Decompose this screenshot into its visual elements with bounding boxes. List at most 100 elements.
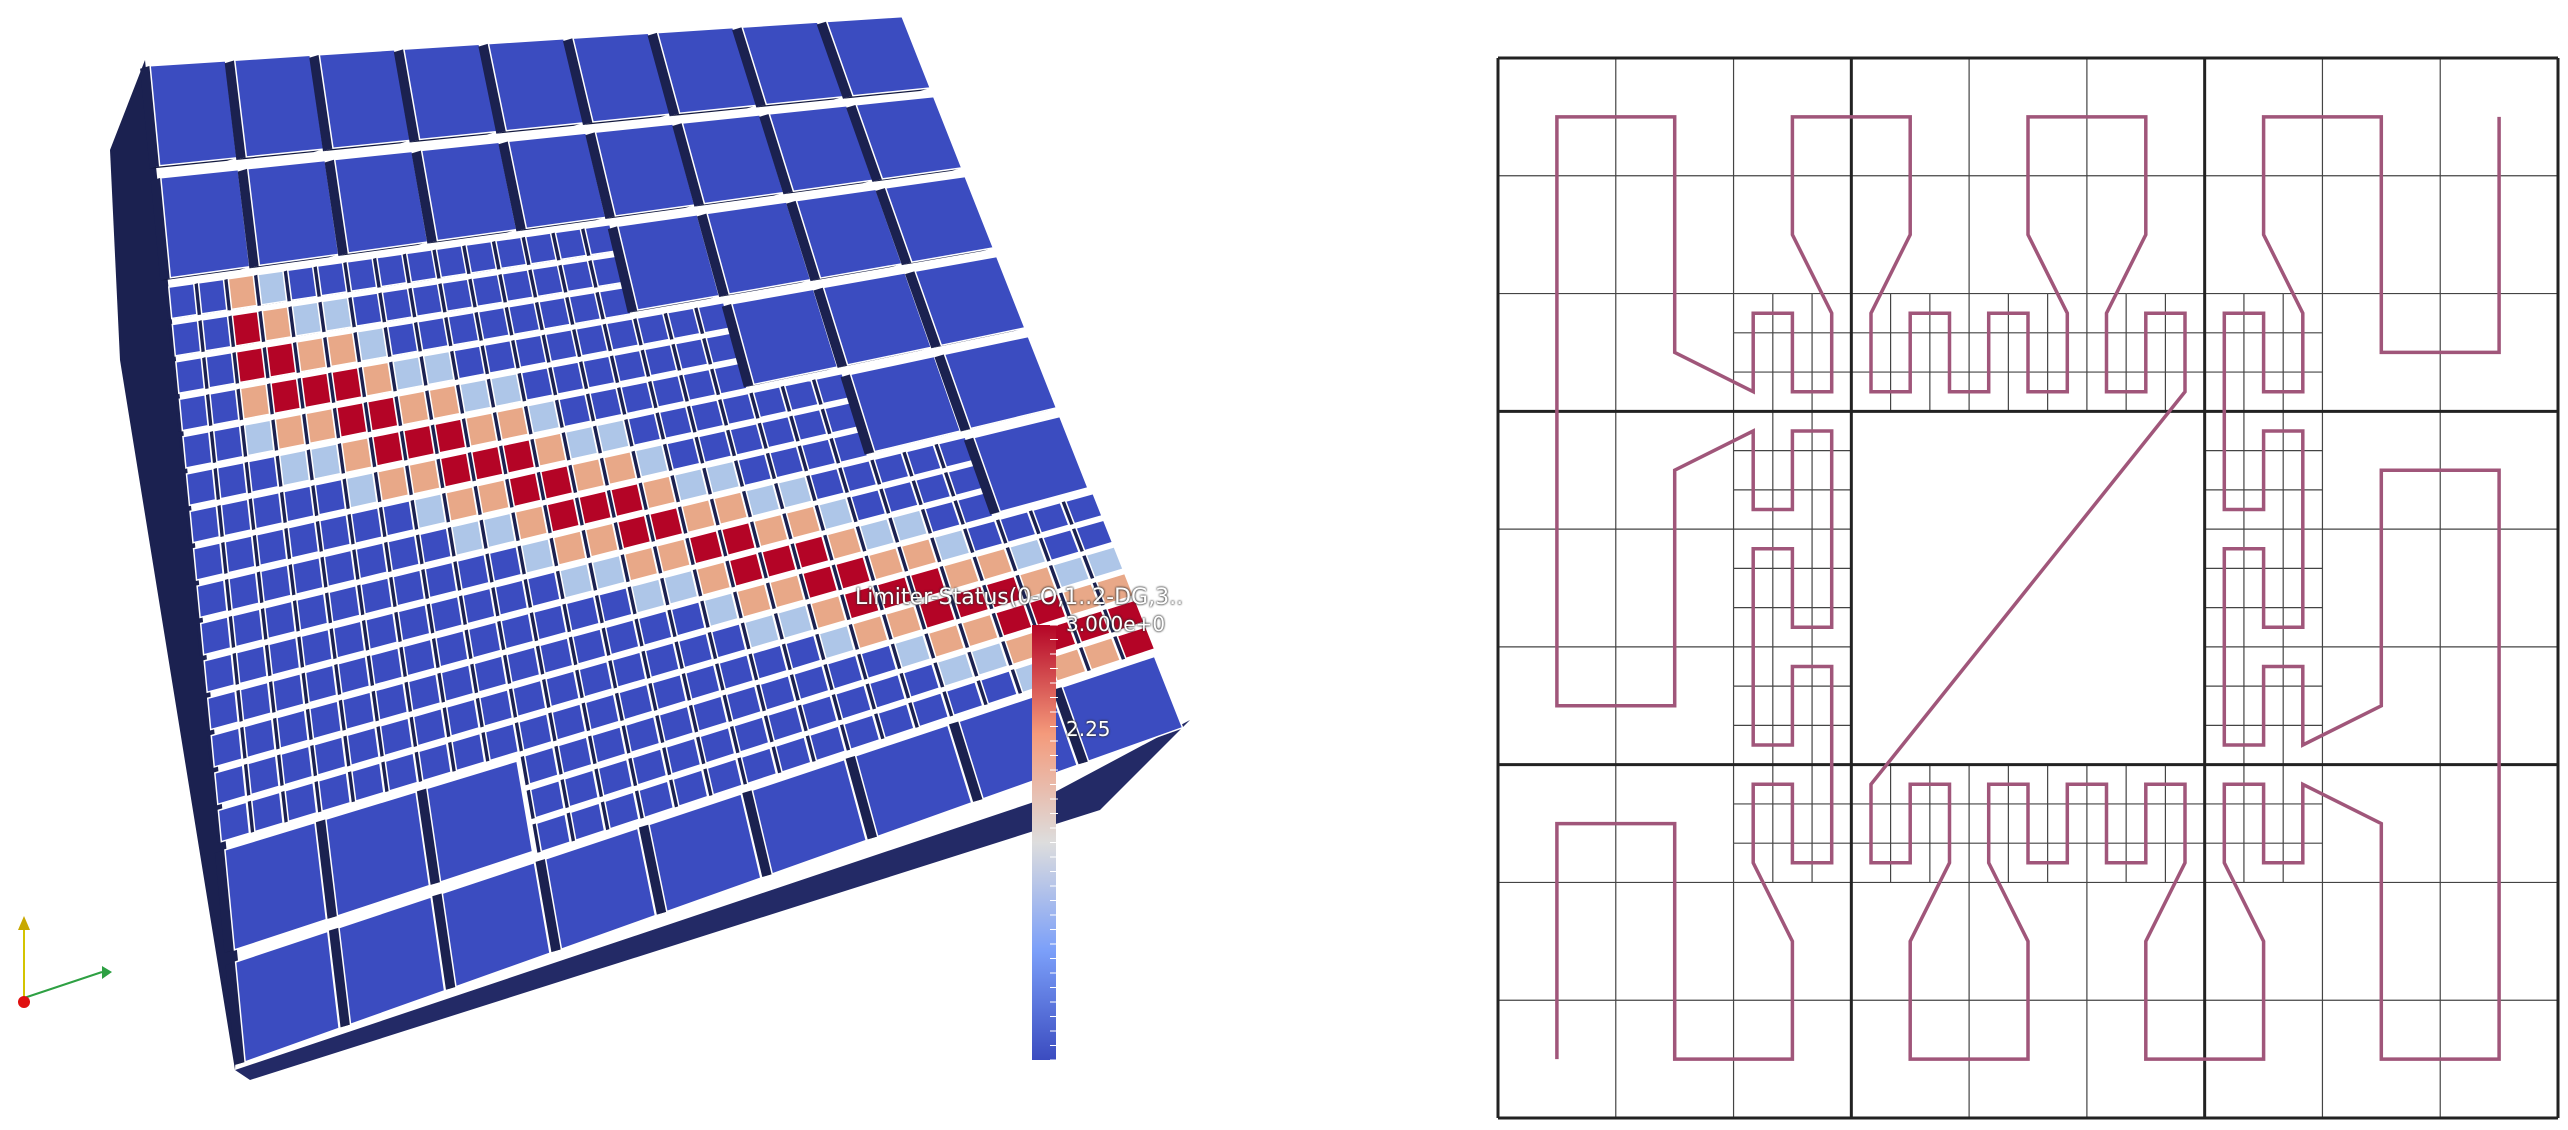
tile-top [441, 278, 474, 313]
cube-tile [260, 600, 297, 640]
tile-top [532, 603, 568, 641]
tile-top [637, 609, 673, 647]
tile-top [966, 519, 1004, 553]
cube-tile [1092, 572, 1135, 606]
tile-side [511, 339, 521, 369]
cube-tile [574, 489, 613, 526]
cube-tile [963, 519, 1004, 553]
tile-top [817, 496, 854, 531]
cube-tile [323, 331, 358, 368]
tile-top [825, 15, 932, 97]
tile-top [189, 504, 221, 544]
cube-tile [432, 861, 551, 990]
tile-top [520, 537, 555, 575]
tile-side [279, 491, 288, 524]
cube-tile [209, 425, 244, 464]
tile-side [348, 296, 357, 328]
tile-top [936, 652, 975, 688]
cube-tile [963, 415, 1089, 515]
tile-side [811, 379, 824, 405]
tile-side [831, 693, 843, 721]
tile-side [504, 306, 515, 336]
tile-top [243, 718, 276, 759]
cube-tile [205, 388, 240, 427]
tile-side [846, 496, 859, 523]
tile-side [671, 343, 682, 371]
tile-top [1008, 538, 1047, 572]
tile-top [873, 451, 910, 485]
cube-tile [848, 614, 889, 650]
cube-tile [543, 497, 581, 534]
tile-side [419, 355, 429, 386]
tile-side [271, 419, 279, 451]
cube-tile [647, 26, 758, 117]
tile-side [692, 568, 703, 597]
cube-tile [663, 307, 701, 340]
tile-top [412, 707, 447, 747]
tile-side [686, 405, 698, 433]
cube-tile [551, 227, 588, 261]
tile-side [394, 395, 403, 427]
tile-top [620, 380, 655, 415]
tile-side [967, 651, 980, 677]
cube-tile [780, 379, 820, 412]
tile-top [392, 569, 426, 607]
tile-side [213, 467, 221, 500]
cube-tile [517, 366, 554, 402]
cube-tile [759, 104, 874, 195]
tile-top [366, 395, 399, 432]
tile-top [909, 566, 947, 601]
cube-tile [688, 695, 729, 733]
tile-top [793, 534, 830, 570]
cube-tile [624, 412, 662, 447]
tile-top [783, 379, 820, 412]
tile-side [320, 556, 329, 588]
cube-tile [581, 693, 620, 732]
tile-side [1052, 687, 1089, 765]
tile-side [378, 292, 387, 323]
tile-top [350, 506, 383, 545]
cube-tile [347, 506, 383, 545]
tile-side [568, 464, 578, 494]
tile-top [494, 236, 528, 270]
cube-tile [560, 769, 600, 809]
tile-side [171, 361, 179, 395]
cube-tile [670, 467, 709, 503]
tile-side [831, 564, 843, 591]
tile-side [486, 378, 496, 408]
cube-tile [455, 378, 492, 414]
cube-tile [715, 653, 755, 691]
tile-top [228, 571, 260, 611]
tile-top [356, 326, 389, 362]
tile-side [520, 755, 530, 786]
tile-side [789, 673, 801, 701]
tile-side [196, 623, 204, 657]
tile-top [682, 368, 717, 402]
tile-side [634, 790, 645, 819]
cube-tile [228, 608, 264, 648]
cube-tile [1069, 609, 1112, 644]
cube-tile [846, 488, 887, 523]
cube-tile [288, 556, 324, 596]
tile-side [464, 629, 474, 660]
tile-side [875, 187, 912, 266]
tile-side [450, 350, 459, 381]
tile-side [933, 662, 945, 688]
tile-side [437, 672, 446, 703]
tile-side [763, 715, 775, 743]
tile-top [287, 520, 320, 559]
cube-tile [404, 673, 442, 713]
tile-side [624, 418, 635, 447]
colorbar-ticks [1050, 624, 1058, 1061]
tile-top [251, 491, 284, 530]
cube-tile [806, 467, 846, 502]
tile-side [408, 287, 418, 318]
tile-top [684, 663, 721, 701]
cube-tile [523, 570, 561, 608]
cube-tile [905, 255, 1026, 349]
tile-side [432, 249, 442, 279]
tile-top [596, 418, 631, 454]
cube-tile [697, 201, 812, 298]
tile-top [445, 698, 480, 737]
cube-tile [641, 641, 681, 679]
